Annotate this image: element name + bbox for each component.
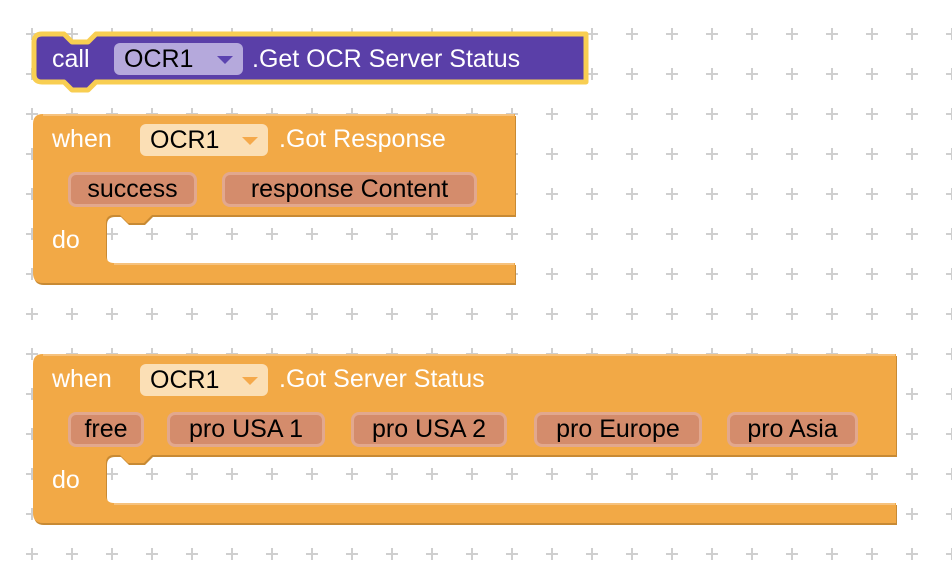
param-pro-usa-2[interactable]: pro USA 2 — [351, 412, 507, 447]
dropdown-arrow-icon — [217, 56, 233, 64]
event-name: .Got Server Status — [279, 365, 485, 393]
dropdown-arrow-icon — [242, 137, 258, 145]
param-pro-asia[interactable]: pro Asia — [727, 412, 858, 447]
component-dropdown-value: OCR1 — [150, 366, 220, 394]
component-dropdown-value: OCR1 — [124, 45, 194, 73]
when-keyword: when — [52, 365, 112, 393]
call-keyword: call — [52, 45, 90, 73]
component-dropdown[interactable]: OCR1 — [140, 124, 268, 156]
do-statement-slot[interactable] — [106, 215, 515, 263]
when-keyword: when — [52, 125, 112, 153]
do-statement-slot[interactable] — [106, 455, 896, 503]
event-name: .Got Response — [279, 125, 446, 153]
component-dropdown[interactable]: OCR1 — [114, 43, 243, 75]
dropdown-arrow-icon — [242, 377, 258, 385]
component-dropdown-value: OCR1 — [150, 126, 220, 154]
do-label: do — [52, 226, 80, 254]
component-dropdown[interactable]: OCR1 — [140, 364, 268, 396]
param-free[interactable]: free — [68, 412, 144, 447]
param-pro-usa-1[interactable]: pro USA 1 — [167, 412, 325, 447]
param-pro-europe[interactable]: pro Europe — [534, 412, 702, 447]
do-label: do — [52, 466, 80, 494]
param-response-content[interactable]: response Content — [222, 172, 477, 207]
method-name: .Get OCR Server Status — [252, 45, 521, 73]
param-success[interactable]: success — [68, 172, 197, 207]
